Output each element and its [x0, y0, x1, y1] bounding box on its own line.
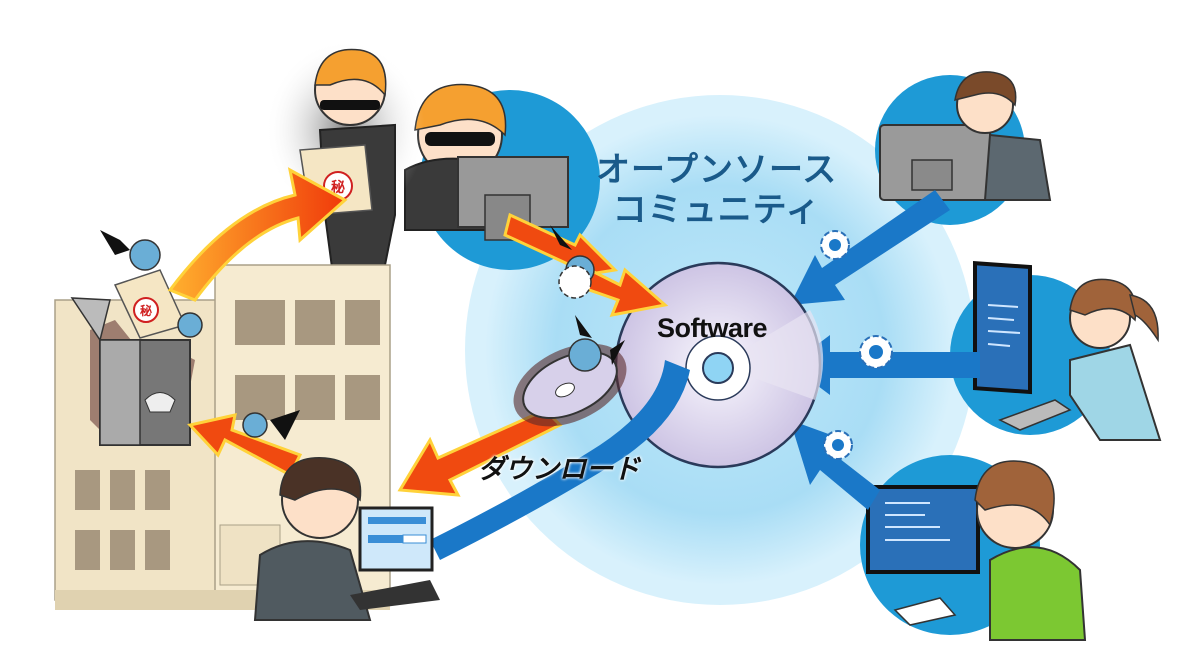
attack-arrows	[167, 167, 669, 497]
gear-icon	[823, 430, 853, 460]
server-infection-arrow	[187, 413, 303, 478]
hacker-stealing: 秘	[265, 40, 425, 291]
contributor-1	[875, 71, 1052, 225]
gear-icon	[820, 230, 850, 260]
employee-downloading	[253, 457, 440, 621]
gear-icon	[558, 265, 592, 299]
download-progress-bar	[368, 535, 403, 543]
contribution-arrow-3	[790, 420, 880, 510]
download-arrow	[430, 360, 690, 560]
monitor-back-icon	[457, 156, 569, 228]
download-label: ダウンロード	[478, 454, 640, 485]
svg-text:秘: 秘	[140, 303, 152, 318]
contributor-2	[950, 261, 1162, 441]
monitor-icon	[973, 261, 1032, 395]
malware-creature-icon	[177, 312, 203, 338]
confidential-envelope-icon: 秘	[113, 269, 187, 339]
infected-server	[70, 297, 195, 446]
malware-creature-icon	[242, 410, 300, 440]
svg-text:秘: 秘	[331, 179, 345, 196]
malware-creature-icon	[550, 225, 605, 299]
exfiltration-arrow	[167, 167, 348, 302]
laptop-icon	[350, 506, 440, 610]
hacker-at-pc	[404, 83, 600, 270]
monitor-icon	[866, 485, 980, 574]
infected-download-arrow	[397, 408, 563, 497]
malware-creature-icon	[568, 315, 625, 372]
gear-icon	[859, 335, 893, 369]
software-label: Software	[657, 313, 768, 343]
contributor-3	[860, 455, 1087, 641]
community-title: オープンソース コミュニティ	[596, 150, 837, 230]
community-title-line2: コミュニティ	[612, 190, 821, 230]
contribution-arrow-1	[790, 190, 950, 305]
community-title-line1: オープンソース	[596, 150, 838, 190]
malware-creature-icon	[100, 230, 161, 271]
